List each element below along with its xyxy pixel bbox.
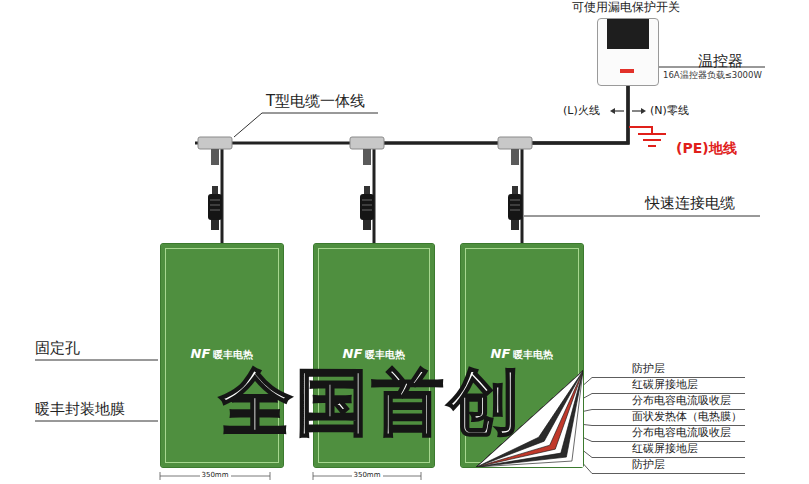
- brand-logo: NF暖丰电热: [461, 347, 583, 362]
- brand-name: 暖丰电热: [213, 350, 253, 361]
- plug-neck: [512, 186, 518, 194]
- plug-ridges: [362, 200, 372, 210]
- brand-name: 暖丰电热: [365, 350, 405, 361]
- wire-label: (N)零线: [650, 105, 689, 116]
- plug-ridges: [510, 200, 520, 210]
- t-body: [350, 137, 384, 149]
- device-label: 温控器: [698, 53, 743, 70]
- layer-label: 防护层: [632, 459, 665, 470]
- thermostat-box: 温控器16A温控器负载≤3000W: [597, 18, 659, 86]
- layer-leaders: [571, 378, 745, 474]
- layer-label: 分布电容电流吸收层: [632, 395, 731, 406]
- brand-mark: NF: [491, 347, 511, 362]
- brand-logo: NF暖丰电热: [161, 347, 283, 362]
- brand-mark: NF: [343, 347, 363, 362]
- layer-label: 防护层: [632, 363, 665, 374]
- wire-arrow-head: [610, 108, 615, 114]
- cable: [522, 86, 628, 243]
- leader-line: [234, 113, 378, 137]
- callout-label: T型电缆一体线: [266, 94, 365, 109]
- dimension: 350mm: [200, 472, 231, 479]
- dimension-line: [160, 472, 270, 480]
- plug-body: [508, 194, 522, 220]
- note: 可使用漏电保护开关: [572, 1, 680, 13]
- callout-label: 暖丰封装地膜: [35, 402, 125, 417]
- wire-arrow-head: [641, 108, 646, 114]
- plug-tail: [511, 220, 519, 230]
- t-stem: [363, 149, 371, 165]
- cable: [374, 86, 628, 243]
- layer-label: 分布电容电流吸收层: [632, 427, 731, 438]
- t-stem: [511, 149, 519, 165]
- callout-label: 固定孔: [35, 341, 80, 356]
- device-rating: 16A温控器负载≤3000W: [663, 71, 762, 81]
- plug-tail: [211, 220, 219, 230]
- dimension-line: [313, 472, 421, 480]
- t-junction: [350, 137, 384, 230]
- layer-label: 红碳屏接地层: [632, 443, 698, 454]
- wire-label: (PE)地线: [676, 141, 737, 155]
- leader-line: [524, 216, 760, 217]
- t-body: [198, 137, 232, 149]
- t-body: [498, 137, 532, 149]
- wire-label: (L)火线: [563, 105, 600, 116]
- layer-label: 面状发热体（电热膜）: [632, 411, 742, 422]
- wire-arrow: [632, 110, 642, 111]
- layer-label: 红碳屏接地层: [632, 379, 698, 390]
- t-junction: [198, 137, 232, 230]
- plug-tail: [363, 220, 371, 230]
- brand-logo: NF暖丰电热: [314, 347, 434, 362]
- watermark: 全国首创: [220, 366, 524, 438]
- brand-name: 暖丰电热: [513, 350, 553, 361]
- t-stem: [211, 149, 219, 165]
- plug-ridges: [210, 200, 220, 210]
- plug-neck: [212, 186, 218, 194]
- callout-label: 快速连接电缆: [645, 196, 735, 211]
- ground-symbol: [638, 134, 666, 146]
- brand-mark: NF: [191, 347, 211, 362]
- cable: [222, 86, 628, 243]
- wire-arrow: [614, 110, 624, 111]
- ground-wire: [629, 127, 652, 134]
- leader-line: [35, 421, 158, 422]
- plug-neck: [364, 186, 370, 194]
- leader-line: [35, 360, 158, 361]
- dimension: 350mm: [352, 472, 383, 479]
- plug-body: [208, 194, 222, 220]
- plug-body: [360, 194, 374, 220]
